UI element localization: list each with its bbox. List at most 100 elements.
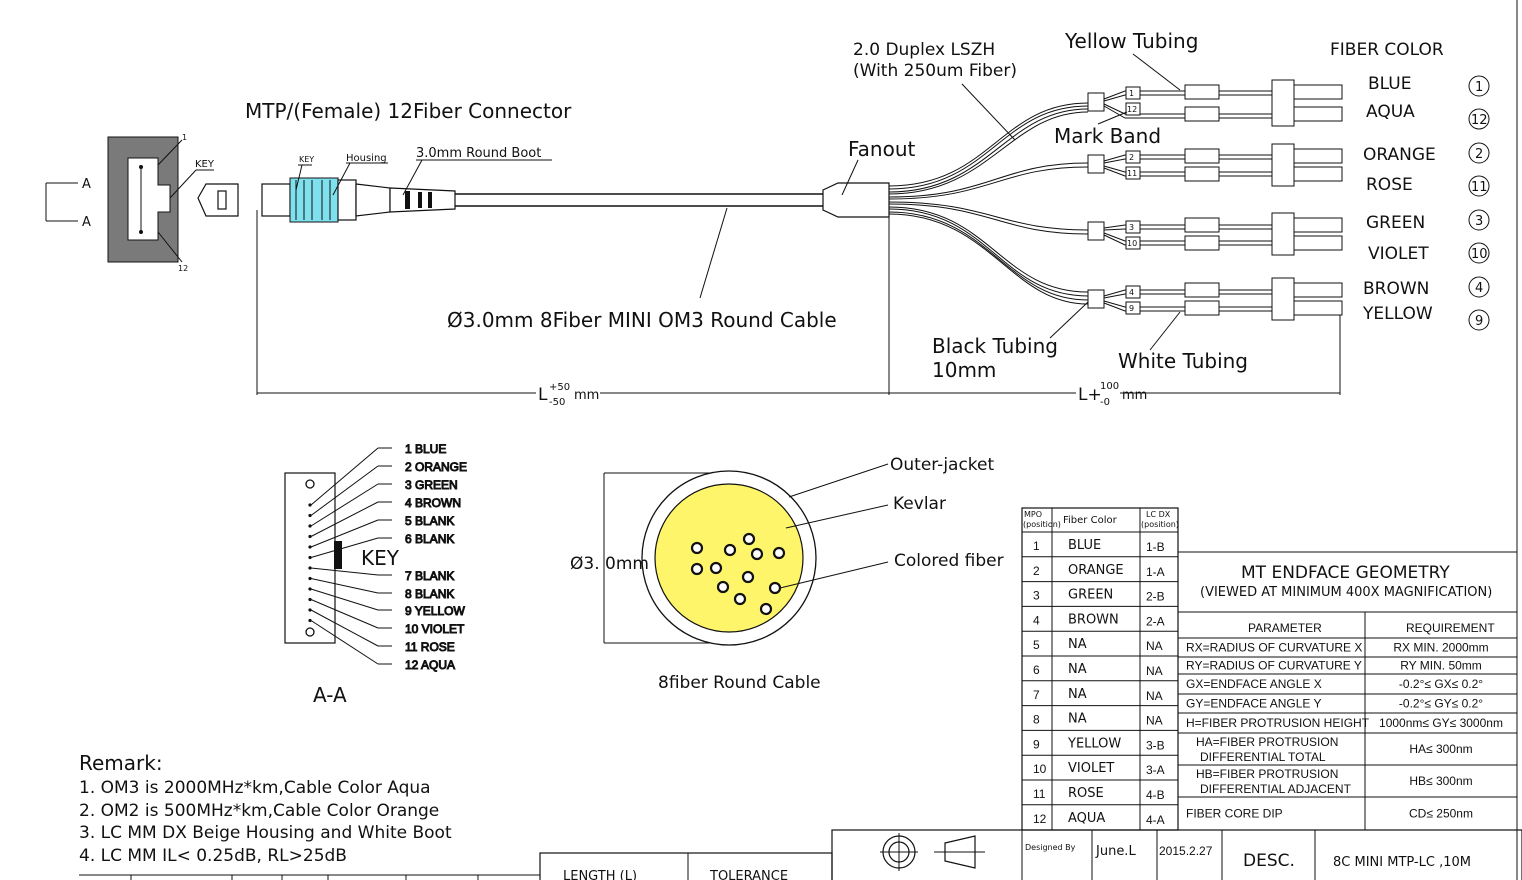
- leg-group-3: [1087, 221, 1280, 246]
- section-fiber-label: 4 BROWN: [405, 496, 461, 510]
- svg-text:ROSE: ROSE: [1366, 175, 1413, 195]
- desc-value: 8C MINI MTP-LC ,10M: [1333, 855, 1471, 870]
- svg-text:GREEN: GREEN: [1366, 213, 1425, 233]
- svg-text:11: 11: [1127, 169, 1137, 178]
- svg-text:3: 3: [1129, 223, 1134, 232]
- lc-connector-4: [1184, 277, 1343, 321]
- svg-text:BROWN: BROWN: [1363, 279, 1429, 299]
- mapping-table: MPO (position) Fiber Color LC DX (positi…: [1021, 507, 1179, 831]
- designer-name: June.L: [1095, 844, 1136, 859]
- section-fiber-label: 11 ROSE: [405, 640, 455, 654]
- head-mpo-2: (position): [1023, 520, 1061, 529]
- section-fiber-label: 3 GREEN: [405, 478, 458, 492]
- mpo-cell: 10: [1033, 762, 1047, 776]
- remarks: Remark: 1. OM3 is 2000MHz*km,Cable Color…: [79, 751, 540, 880]
- color-cell: AQUA: [1068, 811, 1105, 826]
- fiber-dot: [308, 566, 312, 570]
- mpo-cell: 3: [1033, 589, 1040, 603]
- section-fiber-label: 5 BLANK: [405, 514, 454, 528]
- leg-group-4: [1087, 289, 1280, 312]
- top-callouts: 2.0 Duplex LSZH (With 250um Fiber) Yello…: [853, 29, 1444, 382]
- param-cell: GX=ENDFACE ANGLE X: [1186, 677, 1322, 691]
- fiber-leader: [310, 567, 379, 576]
- param-cell: DIFFERENTIAL ADJACENT: [1200, 782, 1352, 796]
- section-fiber-label: 8 BLANK: [405, 587, 454, 601]
- fiber-leader: [310, 519, 379, 548]
- req-cell: HB≤ 300nm: [1409, 774, 1472, 788]
- lc-cell: 2-A: [1146, 614, 1165, 628]
- white-tubing-label: White Tubing: [1118, 349, 1248, 373]
- lc-cell: 4-B: [1146, 788, 1165, 802]
- svg-text:2: 2: [1129, 153, 1134, 162]
- req-cell: 1000nm≤ GY≤ 3000nm: [1379, 716, 1503, 730]
- remark-line: 3. LC MM DX Beige Housing and White Boot: [79, 823, 452, 843]
- length-header: LENGTH (L): [563, 869, 637, 880]
- fanout-legs: [888, 102, 1089, 305]
- lc-cell: 3-A: [1146, 763, 1165, 777]
- section-fiber-label: 6 BLANK: [405, 532, 454, 546]
- fiber-leader: [310, 501, 379, 537]
- param-cell: HA=FIBER PROTRUSION: [1196, 735, 1338, 749]
- section-marker-bottom: A: [82, 215, 91, 230]
- param-cell: DIFFERENTIAL TOTAL: [1200, 750, 1326, 764]
- head-lc-2: (position): [1141, 520, 1179, 529]
- section-marker-top: A: [82, 177, 91, 192]
- duplex-label-2: (With 250um Fiber): [853, 61, 1017, 81]
- fiber-dot: [308, 545, 312, 549]
- fiber-leader: [310, 465, 379, 516]
- key-label-small: KEY: [299, 155, 314, 164]
- req-cell: HA≤ 300nm: [1409, 742, 1472, 756]
- legend-item: YELLOW 9: [1362, 304, 1490, 331]
- svg-text:YELLOW: YELLOW: [1362, 304, 1433, 324]
- key-label-side: KEY: [195, 159, 215, 170]
- fiber-leader: [310, 537, 379, 558]
- lc-cell: 1-B: [1146, 540, 1165, 554]
- req-cell: RX MIN. 2000mm: [1393, 641, 1488, 655]
- title-block: LENGTH (L) TOLERANCE Designed By June.L …: [539, 829, 1522, 880]
- lc-connectors: [1184, 79, 1343, 321]
- mark-band: 10: [1125, 236, 1141, 250]
- fiber-leader: [310, 578, 379, 594]
- remark-line: 2. OM2 is 500MHz*km,Cable Color Orange: [79, 801, 439, 821]
- dim-right-unit: mm: [1122, 388, 1147, 403]
- table-row: GY=ENDFACE ANGLE Y-0.2°≤ GY≤ 0.2°: [1186, 697, 1483, 711]
- mpo-cell: 5: [1033, 638, 1040, 652]
- section-fiber-label: 7 BLANK: [405, 569, 454, 583]
- fiber-color-title: FIBER COLOR: [1330, 40, 1444, 60]
- mpo-cell: 8: [1033, 713, 1040, 727]
- dim-left-unit: mm: [574, 388, 599, 403]
- fiber-dot: [308, 618, 312, 623]
- kevlar-label: Kevlar: [893, 494, 946, 514]
- dim-right-sup: 100: [1100, 381, 1119, 392]
- cable-cross-caption: 8fiber Round Cable: [658, 673, 821, 693]
- svg-text:9: 9: [1475, 314, 1483, 329]
- duplex-label-1: 2.0 Duplex LSZH: [853, 40, 995, 60]
- dimension-lines: L +50 -50 mm L+ 100 -0 mm: [256, 210, 1341, 408]
- svg-text:12: 12: [1127, 105, 1137, 114]
- color-cell: GREEN: [1068, 588, 1113, 603]
- fiber-dot: [308, 513, 312, 518]
- fiber-leader: [310, 483, 379, 527]
- fiber-leader: [310, 609, 379, 647]
- lc-connector-2: [1184, 143, 1343, 187]
- outer-jacket-label: Outer-jacket: [890, 455, 995, 475]
- section-fiber-label: 1 BLUE: [405, 442, 446, 456]
- projection-symbol: [880, 833, 985, 871]
- svg-text:4: 4: [1475, 281, 1483, 296]
- mtp-end-view: A A 1 12 KEY: [45, 133, 239, 273]
- param-cell: RX=RADIUS OF CURVATURE X: [1186, 641, 1362, 655]
- svg-text:10: 10: [1127, 239, 1137, 248]
